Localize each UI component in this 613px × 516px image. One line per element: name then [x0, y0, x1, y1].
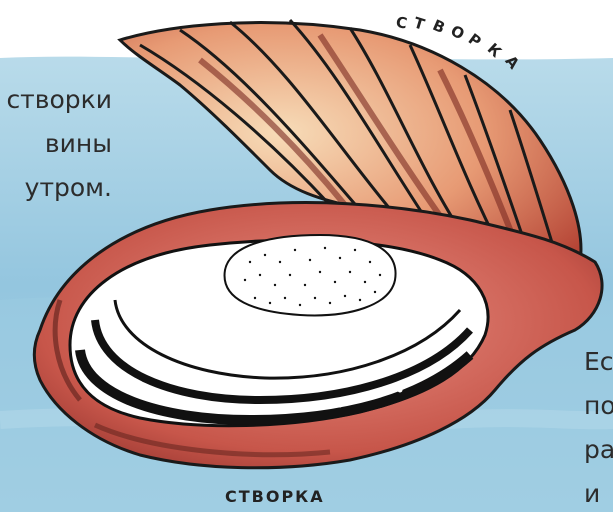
left-text-line: створки — [0, 78, 112, 122]
bottom-valve-label: СТВОРКА — [225, 487, 355, 506]
right-text-line: по — [584, 384, 613, 428]
right-text-block: Ес по ра и — [584, 340, 613, 516]
left-text-block: створки вины утром. — [0, 78, 112, 210]
left-text-line: вины — [0, 122, 112, 166]
right-text-line: Ес — [584, 340, 613, 384]
right-text-line: и — [584, 472, 613, 516]
left-text-line: утром. — [0, 166, 112, 210]
right-text-line: ра — [584, 428, 613, 472]
muscle-area — [225, 235, 396, 315]
